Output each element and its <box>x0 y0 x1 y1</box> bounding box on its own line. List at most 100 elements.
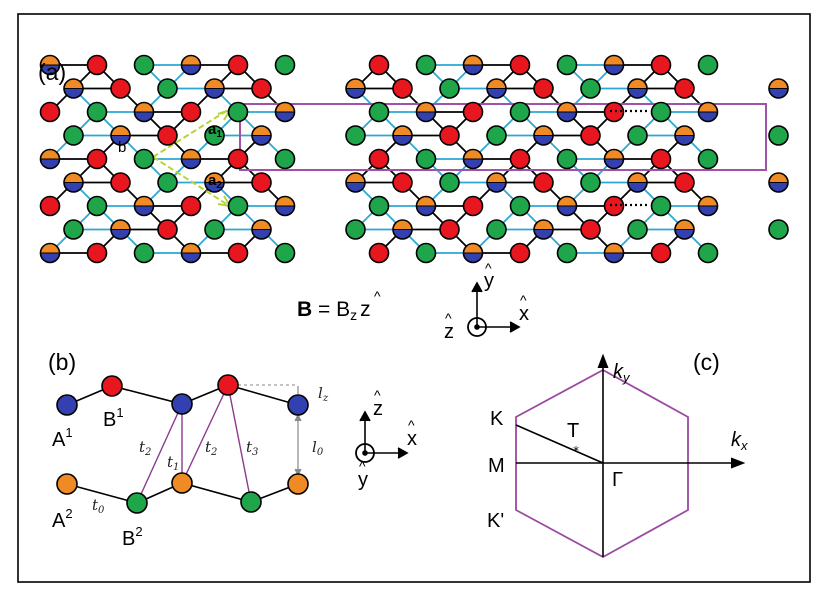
lattice-atom <box>509 101 531 123</box>
axes-b <box>355 410 409 463</box>
a2-label: a2 <box>208 172 222 191</box>
lattice-atom <box>627 172 648 193</box>
lattice-atom <box>533 125 554 146</box>
lattice-atom <box>697 148 719 170</box>
lattice-atom <box>439 219 460 240</box>
lattice-atom <box>110 78 131 99</box>
label-K: K <box>490 408 504 430</box>
lattice-atom <box>674 125 695 146</box>
axis-x-hat-b: ^ <box>408 417 415 433</box>
lattice-atom <box>63 78 84 99</box>
lattice-atom <box>603 242 625 264</box>
lattice-atom <box>180 101 202 123</box>
lattice-atom <box>251 219 272 240</box>
lattice-atom <box>180 242 202 264</box>
lattice-atom <box>227 101 249 123</box>
lattice-atom <box>110 219 131 240</box>
lattice-atom <box>697 195 719 217</box>
b-site-label: b <box>118 139 126 156</box>
lattice-atom <box>157 125 178 146</box>
axis-z-hat-a: ^ <box>445 310 452 326</box>
lattice-atom <box>39 148 61 170</box>
lattice-atom <box>509 54 531 76</box>
axis-y-hat-a: ^ <box>485 260 492 276</box>
lattice-atom <box>39 54 61 76</box>
lattice-atom <box>180 195 202 217</box>
lattice-atom <box>439 172 460 193</box>
lattice-atom <box>627 125 648 146</box>
lattice-atom <box>345 125 366 146</box>
label-t2-left: t2 <box>139 438 151 458</box>
bilayer-side-view <box>56 374 309 514</box>
atom-A1-2 <box>171 393 193 415</box>
lattice-atom <box>603 54 625 76</box>
atom-B2-2 <box>240 491 262 513</box>
label-B1: B1 <box>103 405 124 431</box>
lattice-atom <box>462 101 484 123</box>
lattice-atom <box>533 172 554 193</box>
lattice-atom <box>415 242 437 264</box>
lattice-atom <box>86 242 108 264</box>
lattice-atom <box>39 242 61 264</box>
lattice-atom <box>110 125 131 146</box>
ellipsis-dots <box>610 109 650 207</box>
lattice-atom <box>580 78 601 99</box>
axis-x-label-a: x <box>519 303 529 325</box>
lattice-atom <box>133 148 155 170</box>
label-T: T <box>567 420 579 442</box>
lattice-atom <box>274 242 296 264</box>
brillouin-zone: * <box>515 353 746 559</box>
label-l0: l0 <box>312 438 324 458</box>
lattice-atom <box>509 148 531 170</box>
lattice-atom <box>204 172 225 193</box>
axis-z-label-a: z <box>444 321 454 343</box>
lattice-atom <box>345 219 366 240</box>
label-t0: t0 <box>92 496 105 516</box>
atom-A1-3 <box>287 394 309 416</box>
svg-text:*: * <box>573 444 579 458</box>
figure-frame <box>17 13 811 583</box>
lattice-atom <box>650 242 672 264</box>
lattice-atom <box>462 54 484 76</box>
lattice-atom <box>486 219 507 240</box>
a2-vector <box>152 156 229 206</box>
atom-B1-2 <box>217 374 239 396</box>
lattice-atom <box>133 242 155 264</box>
lattice-atom <box>180 54 202 76</box>
atom-A2-3 <box>287 473 309 495</box>
lattice-atom <box>509 195 531 217</box>
lattice-atom <box>650 195 672 217</box>
lattice-atom <box>462 242 484 264</box>
lattice-atom <box>462 195 484 217</box>
lattice-atom <box>63 172 84 193</box>
lattice-atom <box>274 101 296 123</box>
lattice-atom <box>415 54 437 76</box>
lattice-atom <box>345 172 366 193</box>
label-lz: lz <box>318 384 329 404</box>
lattice-atom <box>533 78 554 99</box>
lattice-atom <box>415 195 437 217</box>
a1-label: a1 <box>208 121 222 140</box>
lattice-atom <box>133 101 155 123</box>
lattice-atom <box>627 219 648 240</box>
lattice-atom <box>274 195 296 217</box>
atom-A2-2 <box>171 472 193 494</box>
lattice-atom <box>556 148 578 170</box>
lattice-atom <box>251 172 272 193</box>
axis-x-label-b: x <box>407 428 417 450</box>
label-B2: B2 <box>122 524 143 550</box>
lattice-atom <box>86 148 108 170</box>
label-kx: kx <box>731 429 748 453</box>
lattice-atom <box>697 54 719 76</box>
lattice-atom <box>462 148 484 170</box>
lattice-atom <box>415 101 437 123</box>
lattice-atom <box>580 172 601 193</box>
lattice-atom <box>650 54 672 76</box>
lattice-atom <box>133 195 155 217</box>
lattice-atom <box>768 219 789 240</box>
lattice-atom <box>439 78 460 99</box>
lattice-atom <box>274 54 296 76</box>
lattice-atom <box>86 101 108 123</box>
lattice-atom <box>63 125 84 146</box>
lattice-atom <box>392 219 413 240</box>
